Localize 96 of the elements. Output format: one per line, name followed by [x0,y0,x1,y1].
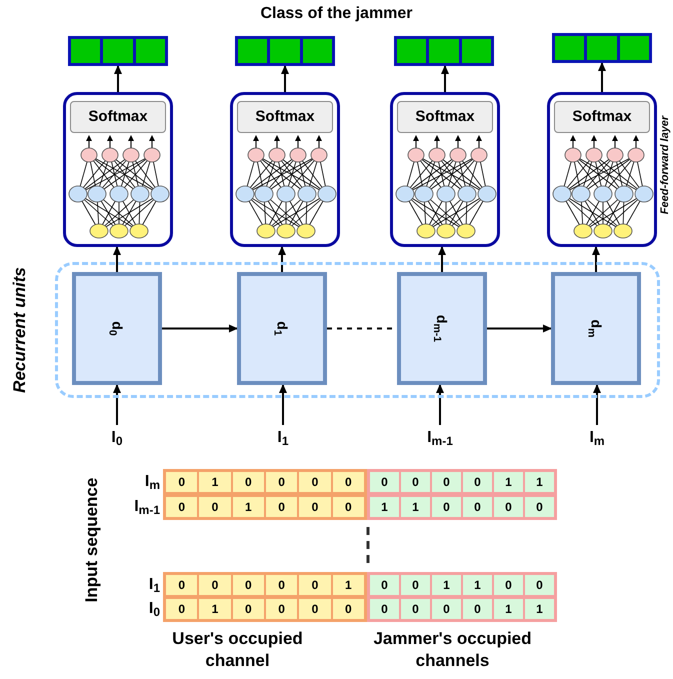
bit-value: 1 [401,497,430,517]
softmax-box [237,101,333,133]
arrow [114,65,122,92]
arrow [593,384,601,425]
bit-value: 0 [166,497,198,517]
bit-value: 0 [525,497,554,517]
bit-value: 1 [432,575,461,595]
feed-forward-box [63,92,173,247]
bit-value: 1 [525,599,554,619]
recurrent-unit-box [397,272,487,385]
arrow [113,246,121,272]
arrow [487,324,552,332]
bit-value: 0 [432,497,461,517]
layer-label: Feed-forward layer [659,116,671,214]
bit-value: 0 [370,472,399,492]
bit-value: 0 [525,575,554,595]
output-bar [552,33,652,63]
diagram-title: Class of the jammer [259,4,414,24]
arrow [162,324,238,332]
bit-value: 0 [232,599,264,619]
bit-value: 0 [166,599,198,619]
bit-value: 0 [299,472,331,492]
bit-value: 0 [494,575,523,595]
bit-value: 0 [266,472,298,492]
input-label: I$_{0}$ [100,425,134,451]
input-label: I$_{m}$ [580,425,614,451]
bit-value: 0 [370,575,399,595]
bit-value: 0 [463,472,492,492]
bit-value: 1 [494,472,523,492]
bit-value: 0 [199,575,231,595]
softmax-label: Softmax [88,106,148,127]
bit-value: 0 [370,599,399,619]
bit-value: 0 [166,575,198,595]
bit-value: 0 [232,575,264,595]
feed-forward-box [230,92,340,247]
bit-value: 1 [370,497,399,517]
bit-value: 1 [463,575,492,595]
axis-title: Input sequence [82,478,101,602]
bit-value: 1 [199,599,231,619]
feed-forward-box [390,92,500,247]
recurrent-unit-box [237,272,327,385]
row-label: I$_{1}$ [148,574,160,596]
column-caption: User's occupied channel [171,628,304,672]
output-bar [235,36,335,66]
column-caption: Jammer's occupied channels [372,628,533,672]
bit-value: 0 [266,497,298,517]
bit-value: 0 [299,497,331,517]
feed-forward-box [547,92,657,247]
softmax-box [70,101,166,133]
softmax-label: Softmax [415,106,475,127]
bit-value: 0 [166,472,198,492]
bit-value: 0 [463,599,492,619]
input-label: I$_{1}$ [266,425,300,451]
bit-value: 0 [299,575,331,595]
bit-value: 0 [401,575,430,595]
softmax-label: Softmax [255,106,315,127]
bit-value: 0 [332,472,364,492]
recurrent-unit-box [72,272,162,385]
softmax-label: Softmax [572,106,632,127]
arrow [438,246,446,272]
arrow [278,246,286,272]
bit-value: 0 [199,497,231,517]
arrow [113,384,121,425]
bit-value: 0 [266,599,298,619]
bit-value: 1 [232,497,264,517]
output-bar [394,36,494,66]
arrow [279,384,287,425]
bit-value: 0 [494,497,523,517]
row-label: I$_{m-1}$ [134,496,160,518]
bit-value: 1 [525,472,554,492]
arrow [436,384,444,425]
output-bar [68,36,168,66]
bit-value: 0 [432,599,461,619]
input-label: I$_{m-1}$ [414,425,466,451]
arrow [598,62,606,92]
bit-value: 0 [401,599,430,619]
arrow [441,65,449,92]
group-title: Recurrent units [10,267,29,393]
bit-value: 1 [494,599,523,619]
row-label: I$_{0}$ [148,598,160,620]
bit-value: 0 [232,472,264,492]
bit-value: 1 [332,575,364,595]
bit-value: 1 [199,472,231,492]
bit-value: 0 [332,599,364,619]
bit-value: 0 [463,497,492,517]
bit-value: 0 [266,575,298,595]
bit-value: 0 [332,497,364,517]
bit-value: 0 [432,472,461,492]
arrow [592,246,600,272]
recurrent-unit-box [551,272,641,385]
arrow [281,65,289,92]
row-label: I$_{m}$ [144,472,160,494]
bit-value: 0 [299,599,331,619]
softmax-box [554,101,650,133]
softmax-box [397,101,493,133]
bit-value: 0 [401,472,430,492]
